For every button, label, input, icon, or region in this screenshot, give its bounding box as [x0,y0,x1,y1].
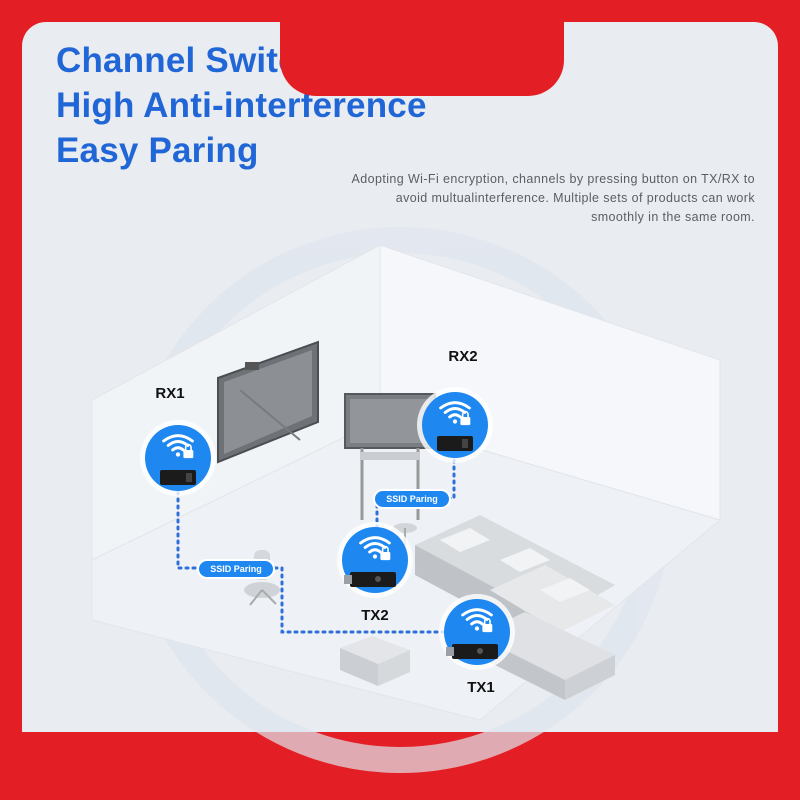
rx1-badge [140,420,216,496]
dongle-icon [452,644,498,659]
tx1-badge [439,594,515,670]
ottoman [340,636,410,686]
ssid-pill-left-label: SSID Paring [210,564,262,574]
top-notch [280,22,564,96]
rx2-badge [417,387,493,463]
tx2-label: TX2 [361,607,389,624]
tx1-label: TX1 [467,679,495,696]
pairing-lines [176,458,456,634]
ssid-pill-left: SSID Paring [197,559,275,579]
rx2-label: RX2 [448,348,477,365]
wall-tv [217,340,319,464]
dongle-icon [350,572,396,587]
headline-line-3: Easy Paring [56,131,259,170]
rx1-label: RX1 [155,385,184,402]
description-text: Adopting Wi-Fi encryption, channels by p… [351,172,755,224]
ssid-pill-right: SSID Paring [373,489,451,509]
ssid-pill-right-label: SSID Paring [386,494,438,504]
tx2-badge [337,522,413,598]
